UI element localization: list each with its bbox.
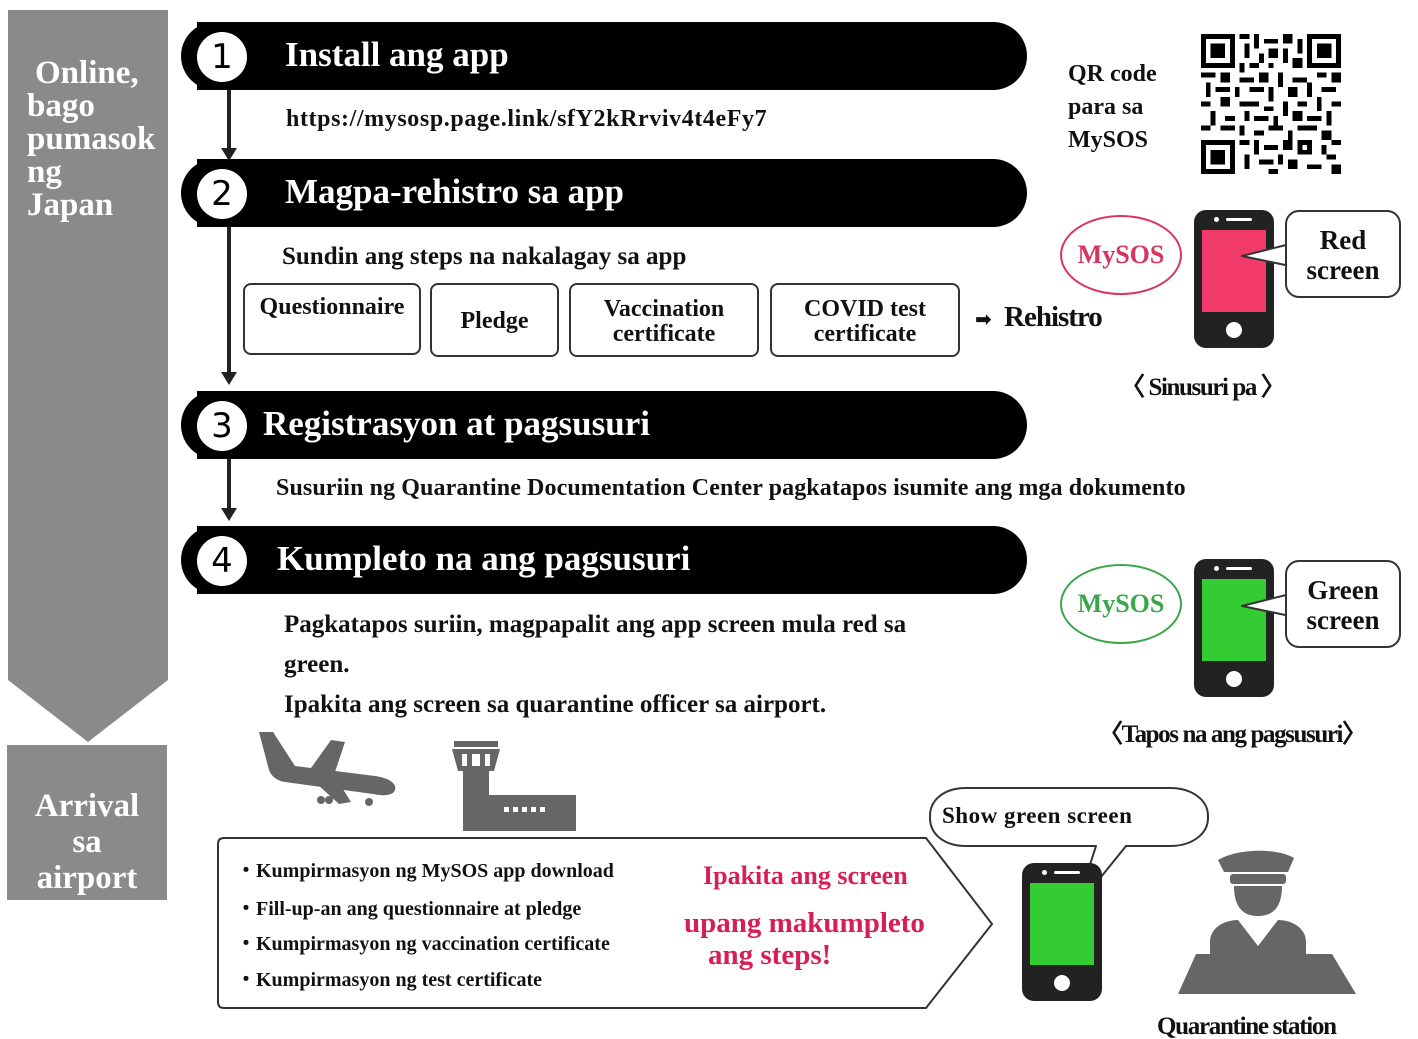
step-1-number: 1 [197,32,247,82]
officer-icon [1178,850,1356,994]
checklist-item: ・Kumpirmasyon ng test certificate [236,969,543,991]
arrival-label: Arrival sa airport [34,788,140,896]
checklist-item: ・Kumpirmasyon ng vaccination certificate [236,933,610,955]
connector-1-2-head [221,148,237,161]
step-4-bar: 4 Kumpleto na ang pagsusuri [181,526,1027,594]
step-3-bar: 3 Registrasyon at pagsusuri [181,391,1027,459]
step-2-bar: 2 Magpa-rehistro sa app [181,159,1027,227]
connector-3-4 [227,458,231,510]
airplane-icon [259,732,396,806]
checklist-panel [217,837,994,1009]
step-3-title: Registrasyon at pagsusuri [263,404,650,443]
step-4-title: Kumpleto na ang pagsusuri [277,539,691,578]
red-screen-bubble: Red screen [1285,210,1401,298]
step-2-instruction: Sundin ang steps na nakalagay sa app [282,243,687,270]
online-label: Online, bago pumasok ng Japan [27,55,156,223]
step-4-number: 4 [197,536,247,586]
mysos-green-oval: MySOS [1060,564,1182,644]
step-1-title: Install ang app [285,35,509,74]
qr-label: QR code para sa MySOS [1068,61,1157,153]
pledge-box: Pledge [430,283,559,357]
checklist: ・Kumpirmasyon ng MySOS app download ・Fil… [236,852,614,999]
step-3-number: 3 [197,401,247,451]
step-2-number: 2 [197,169,247,219]
connector-3-4-head [221,508,237,521]
step-4-description: Pagkatapos suriin, magpapalit ang app sc… [284,611,907,718]
step-1-bar: 1 Install ang app [181,22,1027,90]
checking-caption: 〈 Sinusuri pa 〉 [1120,374,1286,401]
timeline-arrow [8,10,168,742]
arrow-right-icon: ➡ [975,307,992,331]
callout-line-3: ang steps! [708,939,832,971]
green-screen-bubble: Green screen [1285,560,1401,648]
step-2-title: Magpa-rehistro sa app [285,172,625,211]
phone-red-icon [1194,210,1274,348]
vaccination-certificate-box: Vaccination certificate [569,283,759,357]
connector-1-2 [227,86,231,152]
questionnaire-box: Questionnaire [243,283,421,355]
step-3-description: Susuriin ng Quarantine Documentation Cen… [276,475,1186,501]
checklist-item: ・Kumpirmasyon ng MySOS app download [236,860,614,882]
connector-2-3 [227,226,231,374]
callout-line-1: Ipakita ang screen [703,861,908,890]
connector-2-3-head [221,372,237,385]
arrival-panel [7,745,167,900]
registration-result: Rehistro [1004,301,1103,333]
covid-test-certificate-box: COVID test certificate [770,283,960,357]
show-screen-bubble-text: Show green screen [942,803,1133,828]
qr-code-icon[interactable] [1200,34,1342,174]
completed-caption: 〈Tapos na ang pagsusuri〉 [1098,721,1367,748]
control-tower-icon [452,741,576,831]
phone-green-icon [1194,559,1274,697]
app-install-link[interactable]: https://mysosp.page.link/sfY2kRrviv4t4eF… [286,106,768,132]
quarantine-station-caption: Quarantine station [1157,1013,1337,1039]
phone-icon [1022,863,1102,1001]
mysos-red-oval: MySOS [1060,215,1182,295]
callout-line-2: upang makumpleto [684,907,925,939]
checklist-item: ・Fill-up-an ang questionnaire at pledge [236,898,582,920]
